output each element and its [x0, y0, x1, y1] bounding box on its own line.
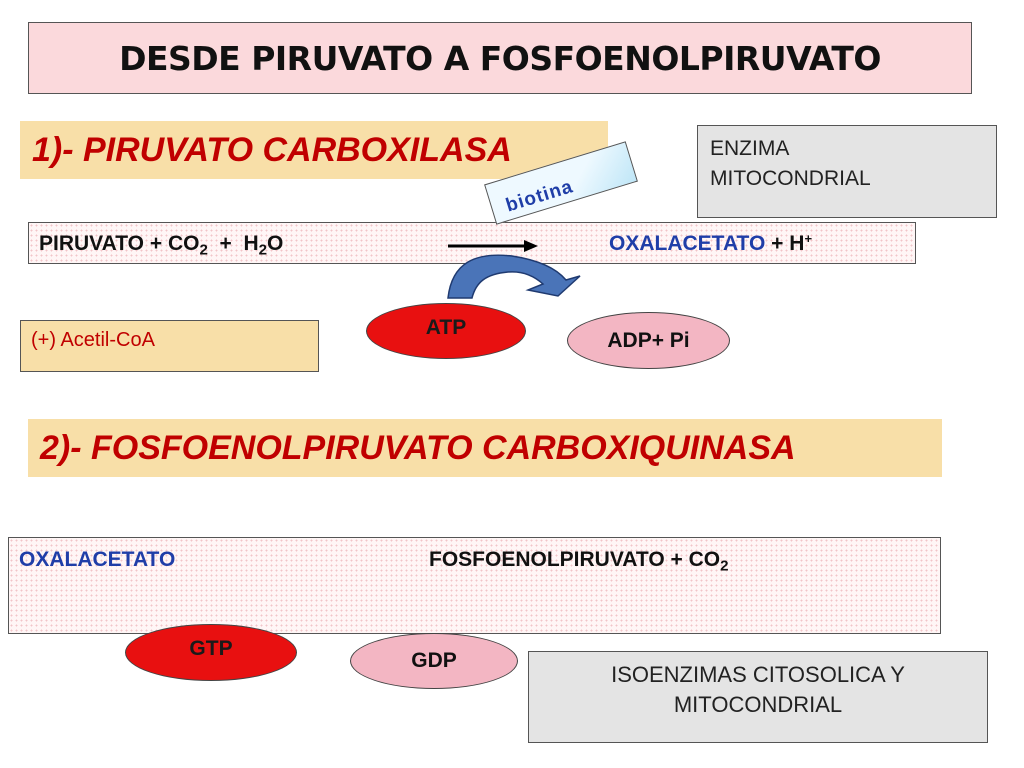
activator-box: (+) Acetil-CoA [20, 320, 319, 372]
reaction1-plus-h: + H [207, 232, 259, 255]
gtp-ellipse: GTP [125, 624, 297, 681]
step1-band: 1)- PIRUVATO CARBOXILASA [20, 121, 608, 179]
step2-label: 2)- FOSFOENOLPIRUVATO CARBOXIQUINASA [40, 428, 796, 467]
enzyme-location-line1: ENZIMA [710, 137, 790, 160]
reaction1-substrates: PIRUVATO + CO2 + H2O [39, 232, 284, 259]
proton-charge: + [804, 230, 813, 246]
adp-label: ADP+ Pi [607, 328, 690, 352]
reaction2-substrate: OXALACETATO [19, 548, 176, 571]
reaction1-curved-arrow [447, 254, 581, 299]
gdp-label: GDP [411, 649, 457, 672]
title-box: DESDE PIRUVATO A FOSFOENOLPIRUVATO [28, 22, 972, 94]
reaction2-products: FOSFOENOLPIRUVATO + CO2 [429, 548, 729, 575]
enzyme-location-line2: MITOCONDRIAL [710, 167, 871, 190]
reaction1-arrow [448, 240, 538, 252]
atp-label: ATP [425, 316, 467, 339]
activator-label: (+) Acetil-CoA [31, 329, 155, 351]
reaction1-plus-h-product: + H [765, 232, 805, 255]
reaction1-box: PIRUVATO + CO2 + H2O OXALACETATO + H+ [28, 222, 916, 264]
page-title: DESDE PIRUVATO A FOSFOENOLPIRUVATO [119, 38, 881, 78]
reaction2-box: OXALACETATO FOSFOENOLPIRUVATO + CO2 [8, 537, 941, 634]
isoenzymes-box: ISOENZIMAS CITOSOLICA Y MITOCONDRIAL [528, 651, 988, 743]
step2-band: 2)- FOSFOENOLPIRUVATO CARBOXIQUINASA [28, 419, 942, 477]
step1-label: 1)- PIRUVATO CARBOXILASA [32, 130, 512, 169]
reaction1-piruvato-co: PIRUVATO + CO [39, 232, 200, 255]
adp-ellipse: ADP+ Pi [567, 312, 730, 369]
reaction2-fosfoenolpiruvato: FOSFOENOLPIRUVATO + CO [429, 548, 721, 571]
atp-ellipse: ATP [366, 303, 526, 359]
co2-subscript: 2 [199, 241, 208, 259]
gtp-label: GTP [189, 636, 233, 660]
reaction1-h2o-tail: O [267, 232, 284, 255]
gdp-ellipse: GDP [350, 633, 518, 689]
h2o-subscript: 2 [258, 241, 268, 259]
reaction1-products: OXALACETATO + H+ [609, 232, 812, 256]
isoenzymes-label: ISOENZIMAS CITOSOLICA Y MITOCONDRIAL [611, 662, 905, 717]
reaction1-oxalacetato: OXALACETATO [609, 232, 766, 255]
co2-subscript-2: 2 [720, 557, 729, 575]
enzyme-location-box: ENZIMA MITOCONDRIAL [697, 125, 997, 218]
